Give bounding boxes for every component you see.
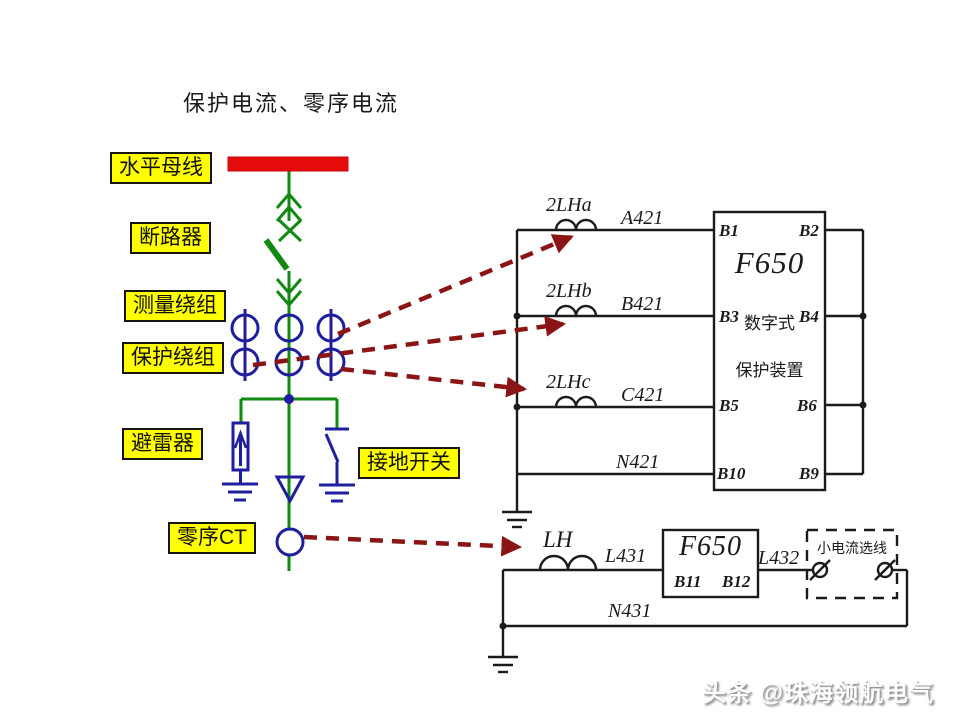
junction-dots [513,312,867,411]
feeder-line [239,171,339,571]
ground-icon [222,482,258,502]
relay-terminal-b5: B5 [719,396,739,415]
wire-label-c421: C421 [621,384,665,406]
relay-terminal-b1: B1 [719,221,739,240]
ct-label-lh: LH [543,527,573,552]
relay-terminal-b4: B4 [799,307,819,326]
wire-label-l431: L431 [605,545,647,567]
ct-coil-icon [554,304,598,317]
pointer-arrow-phase-a [337,234,574,337]
relay-type-line2: 保护装置 [735,361,804,380]
ground-icon [488,655,518,674]
line-selector-label: 小电流选线 [817,542,887,557]
pointer-arrow-phase-c [340,366,528,398]
feeder-arrow-icon [274,475,306,505]
ct-coil-icon [554,395,598,408]
arrester-icon [231,421,250,484]
label-earthing-switch: 接地开关 [358,447,460,479]
label-busbar: 水平母线 [110,152,212,184]
ground-icon [319,483,355,503]
test-terminal-icon [809,559,896,581]
relay-model-bottom: F650 [678,531,743,562]
label-arrester: 避雷器 [122,428,203,460]
earthing-switch-icon [324,427,349,485]
wire-label-a421: A421 [621,207,664,229]
wire-label-l432: L432 [758,547,800,569]
relay-box-bottom [661,528,760,599]
ct-label-b: 2LHb [546,280,592,302]
ct-coil-icon [538,554,598,571]
ct-secondary-bus [515,218,714,512]
watermark: 头条 @珠海领航电气 [702,680,935,707]
wire-label-n431: N431 [608,600,652,622]
busbar-bar [227,156,349,172]
disconnector-icon [275,191,303,243]
label-breaker: 断路器 [130,222,211,254]
wire-label-n421: N421 [616,451,660,473]
relay-terminal-b10: B10 [717,464,746,483]
relay-type-line1: 数字式 [744,314,795,333]
ct-label-a: 2LHa [546,194,592,216]
relay-terminal-b12: B12 [722,572,751,591]
relay-terminal-b3: B3 [719,307,739,326]
relay-model: F650 [734,245,805,280]
junction-dot [499,622,507,630]
junction-dot [284,394,294,404]
relay-terminal-b2: B2 [799,221,819,240]
relay-terminal-b9: B9 [799,464,819,483]
zero-sequence-ct-icon [275,527,305,557]
label-zero-sequence-ct: 零序CT [168,522,256,554]
breaker-blade-icon [263,238,290,271]
label-protection-winding: 保护绕组 [122,342,224,374]
relay-return-links [825,228,865,476]
pointer-arrow-zero-seq [303,534,523,557]
ct-label-c: 2LHc [546,371,591,393]
relay-box [712,210,827,492]
ground-icon [502,510,532,529]
zero-sequence-secondary [501,554,909,657]
label-measuring-winding: 测量绕组 [124,290,226,322]
pointer-arrow-phase-b [252,316,567,368]
relay-terminal-b6: B6 [797,396,817,415]
wire-label-b421: B421 [621,293,664,315]
page-title: 保护电流、零序电流 [183,91,400,116]
relay-terminal-b11: B11 [674,572,702,591]
ct-coil-icon [554,218,598,231]
